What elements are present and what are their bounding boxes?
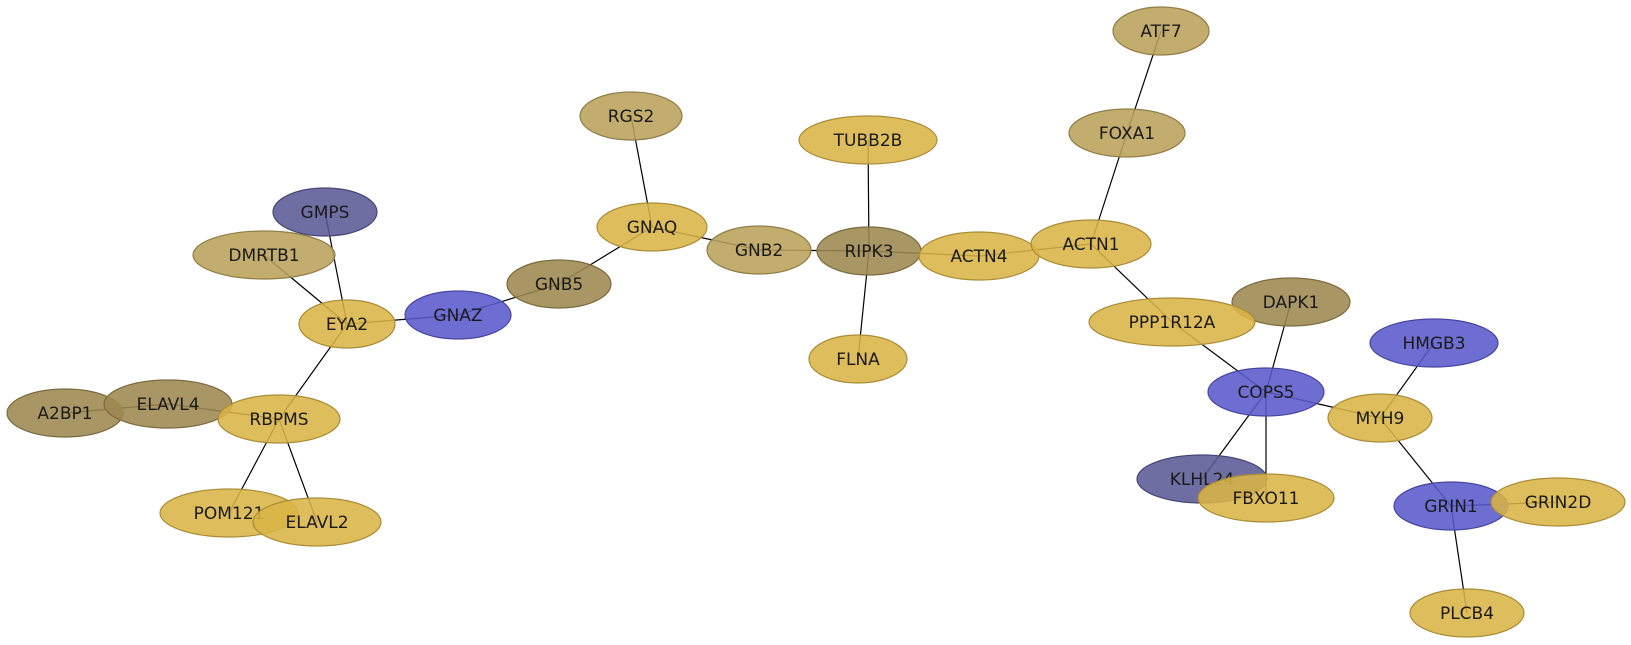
node-cops5[interactable]: COPS5 xyxy=(1207,367,1325,417)
node-myh9-ellipse xyxy=(1327,393,1433,443)
node-dmrtb1-ellipse xyxy=(192,230,336,280)
node-gnaz-label: GNAZ xyxy=(433,306,482,326)
node-elavl4[interactable]: ELAVL4 xyxy=(103,379,233,429)
node-elavl2[interactable]: ELAVL2 xyxy=(252,497,382,547)
node-dapk1[interactable]: DAPK1 xyxy=(1231,277,1351,327)
node-gnb5[interactable]: GNB5 xyxy=(506,259,612,309)
node-grin2d-label: GRIN2D xyxy=(1525,493,1592,513)
node-a2bp1-label: A2BP1 xyxy=(37,404,92,424)
node-atf7-label: ATF7 xyxy=(1140,22,1181,42)
node-actn4-label: ACTN4 xyxy=(950,247,1007,267)
node-flna-label: FLNA xyxy=(836,350,880,370)
node-atf7-ellipse xyxy=(1112,6,1210,56)
node-gnaq-ellipse xyxy=(596,202,708,252)
node-tubb2b-ellipse xyxy=(798,115,938,165)
node-myh9[interactable]: MYH9 xyxy=(1327,393,1433,443)
node-ppp1r12a-ellipse xyxy=(1088,297,1256,347)
node-ripk3-label: RIPK3 xyxy=(844,242,893,262)
node-ripk3[interactable]: RIPK3 xyxy=(816,226,922,276)
node-gmps[interactable]: GMPS xyxy=(272,187,378,237)
node-rgs2[interactable]: RGS2 xyxy=(579,91,683,141)
node-dapk1-label: DAPK1 xyxy=(1263,293,1320,313)
node-actn1[interactable]: ACTN1 xyxy=(1030,219,1152,269)
node-elavl2-label: ELAVL2 xyxy=(285,513,348,533)
node-hmgb3[interactable]: HMGB3 xyxy=(1369,318,1499,368)
node-foxa1-ellipse xyxy=(1068,108,1186,158)
node-flna-ellipse xyxy=(808,334,908,384)
node-gnb2[interactable]: GNB2 xyxy=(706,225,812,275)
node-fbxo11-ellipse xyxy=(1197,473,1335,523)
node-plcb4[interactable]: PLCB4 xyxy=(1409,588,1525,638)
node-actn1-label: ACTN1 xyxy=(1062,235,1119,255)
node-tubb2b[interactable]: TUBB2B xyxy=(798,115,938,165)
node-foxa1-label: FOXA1 xyxy=(1099,124,1155,144)
node-grin1[interactable]: GRIN1 xyxy=(1393,481,1509,531)
node-dmrtb1-label: DMRTB1 xyxy=(228,246,299,266)
node-fbxo11-label: FBXO11 xyxy=(1232,489,1299,509)
node-gnaq-label: GNAQ xyxy=(627,218,678,238)
node-actn4[interactable]: ACTN4 xyxy=(918,231,1040,281)
node-elavl4-label: ELAVL4 xyxy=(136,395,199,415)
node-rbpms-ellipse xyxy=(217,394,341,444)
node-foxa1[interactable]: FOXA1 xyxy=(1068,108,1186,158)
node-grin1-label: GRIN1 xyxy=(1424,497,1478,517)
node-gnb2-label: GNB2 xyxy=(735,241,783,261)
node-cops5-label: COPS5 xyxy=(1237,383,1294,403)
node-tubb2b-label: TUBB2B xyxy=(833,131,903,151)
node-gnaq[interactable]: GNAQ xyxy=(596,202,708,252)
node-ppp1r12a[interactable]: PPP1R12A xyxy=(1088,297,1256,347)
node-a2bp1[interactable]: A2BP1 xyxy=(6,388,124,438)
node-grin2d[interactable]: GRIN2D xyxy=(1490,477,1626,527)
node-rgs2-label: RGS2 xyxy=(608,107,655,127)
node-myh9-label: MYH9 xyxy=(1356,409,1405,429)
node-actn1-ellipse xyxy=(1030,219,1152,269)
node-ppp1r12a-label: PPP1R12A xyxy=(1129,313,1216,333)
node-hmgb3-ellipse xyxy=(1369,318,1499,368)
node-gmps-ellipse xyxy=(272,187,378,237)
node-rbpms[interactable]: RBPMS xyxy=(217,394,341,444)
node-gnaz-ellipse xyxy=(404,290,512,340)
node-rgs2-ellipse xyxy=(579,91,683,141)
node-eya2-label: EYA2 xyxy=(326,315,368,335)
node-plcb4-label: PLCB4 xyxy=(1440,604,1494,624)
node-dmrtb1[interactable]: DMRTB1 xyxy=(192,230,336,280)
node-gnb5-ellipse xyxy=(506,259,612,309)
node-flna[interactable]: FLNA xyxy=(808,334,908,384)
node-pom121-label: POM121 xyxy=(194,504,265,524)
node-eya2-ellipse xyxy=(298,299,396,349)
node-eya2[interactable]: EYA2 xyxy=(298,299,396,349)
node-atf7[interactable]: ATF7 xyxy=(1112,6,1210,56)
node-fbxo11[interactable]: FBXO11 xyxy=(1197,473,1335,523)
node-plcb4-ellipse xyxy=(1409,588,1525,638)
node-gnaz[interactable]: GNAZ xyxy=(404,290,512,340)
node-grin2d-ellipse xyxy=(1490,477,1626,527)
node-cops5-ellipse xyxy=(1207,367,1325,417)
node-gnb2-ellipse xyxy=(706,225,812,275)
node-dapk1-ellipse xyxy=(1231,277,1351,327)
node-rbpms-label: RBPMS xyxy=(249,410,308,430)
node-gnb5-label: GNB5 xyxy=(535,275,583,295)
node-elavl2-ellipse xyxy=(252,497,382,547)
node-gmps-label: GMPS xyxy=(301,203,350,223)
node-hmgb3-label: HMGB3 xyxy=(1402,334,1465,354)
